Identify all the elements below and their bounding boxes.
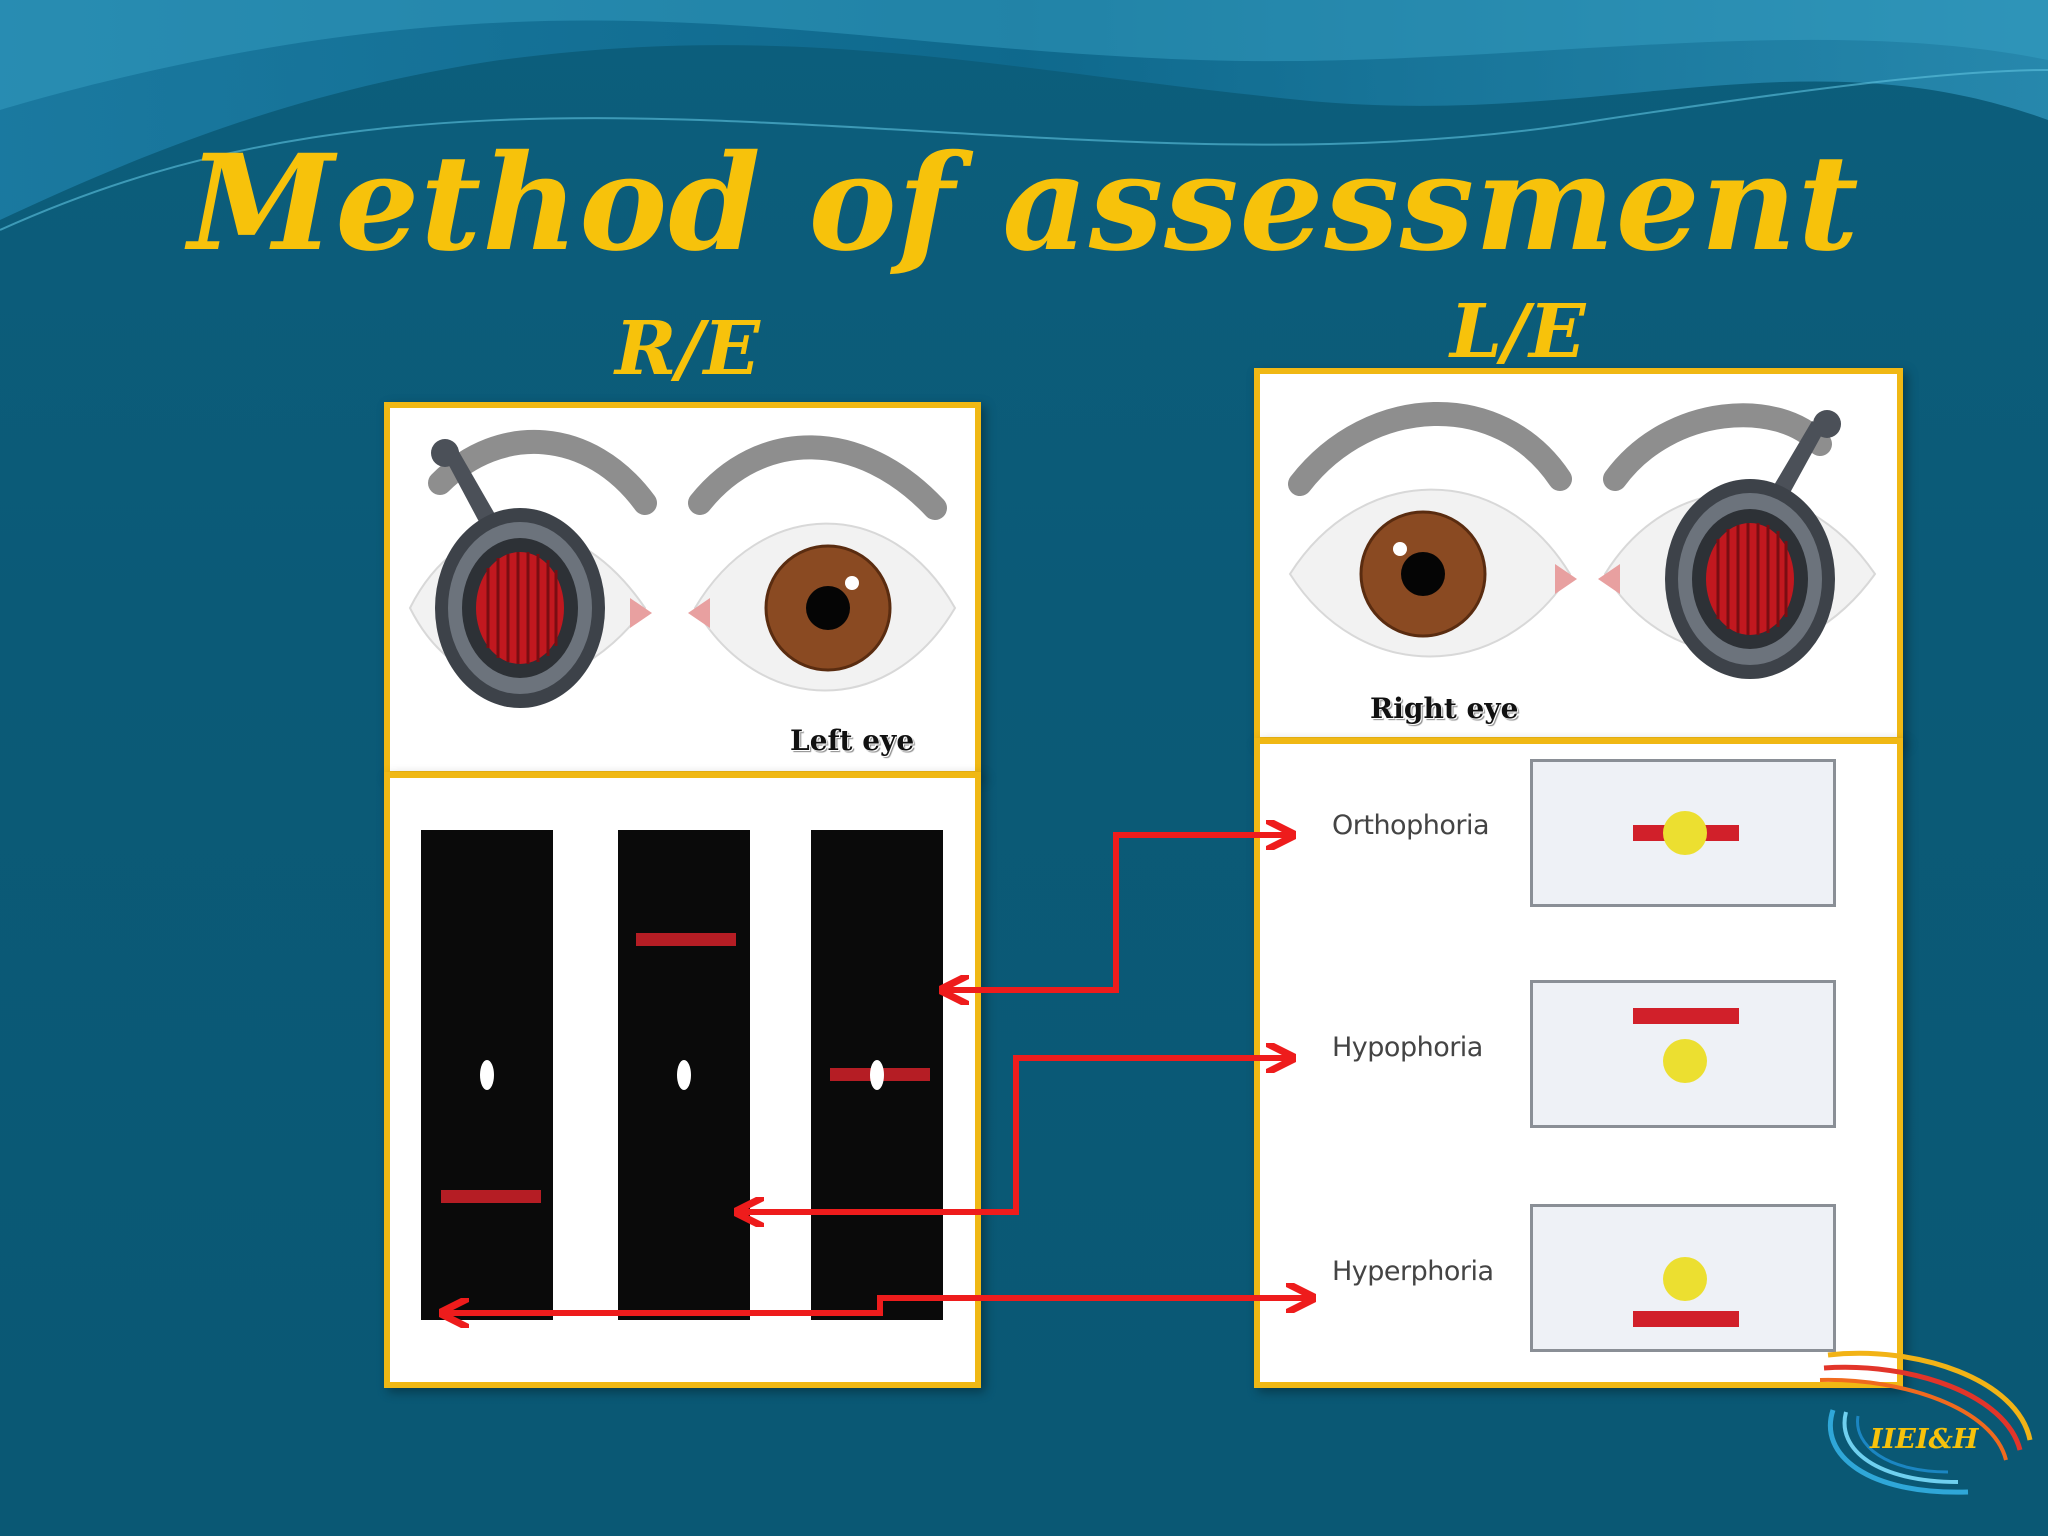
background-waves — [0, 0, 2048, 231]
eye-icon — [688, 522, 957, 692]
light-spot — [1663, 1257, 1707, 1301]
arrow-orthophoria — [945, 835, 1290, 990]
le-eyes-panel: Right eye — [1254, 368, 1903, 743]
maddox-rod-icon — [431, 439, 605, 708]
left-eye-heading: L/E — [1450, 289, 1586, 375]
right-eye-caption: Right eye — [1370, 692, 1519, 725]
result-label-hyperphoria: Hyperphoria — [1332, 1256, 1494, 1287]
arrow-hypophoria — [740, 1058, 1290, 1212]
result-box-orthophoria — [1530, 759, 1836, 907]
eye-icon — [1288, 488, 1577, 658]
eyebrow-icon — [1288, 401, 1572, 496]
red-streak — [1633, 1311, 1739, 1327]
arrow-hyperphoria — [445, 1298, 1310, 1313]
result-box-hyperphoria — [1530, 1204, 1836, 1352]
logo-text: IIEI&H — [1870, 1424, 1979, 1455]
re-eyes-panel: Left eye — [384, 402, 981, 777]
logo-swirl-icon — [1819, 1350, 2033, 1495]
red-streak — [1633, 1008, 1739, 1024]
left-eye-caption: Left eye — [790, 724, 915, 757]
eyebrow-icon — [1603, 403, 1832, 491]
slide-title: Method of assessment — [188, 126, 1860, 281]
right-eye-heading: R/E — [615, 306, 760, 392]
result-label-orthophoria: Orthophoria — [1332, 810, 1490, 841]
maddox-strip — [618, 830, 750, 1320]
maddox-rod-icon — [1665, 410, 1841, 679]
result-label-hypophoria: Hypophoria — [1332, 1032, 1483, 1063]
light-spot — [1663, 1039, 1707, 1083]
light-spot — [1663, 811, 1707, 855]
eyebrow-icon — [688, 435, 947, 520]
result-box-hypophoria — [1530, 980, 1836, 1128]
maddox-strip — [421, 830, 553, 1320]
